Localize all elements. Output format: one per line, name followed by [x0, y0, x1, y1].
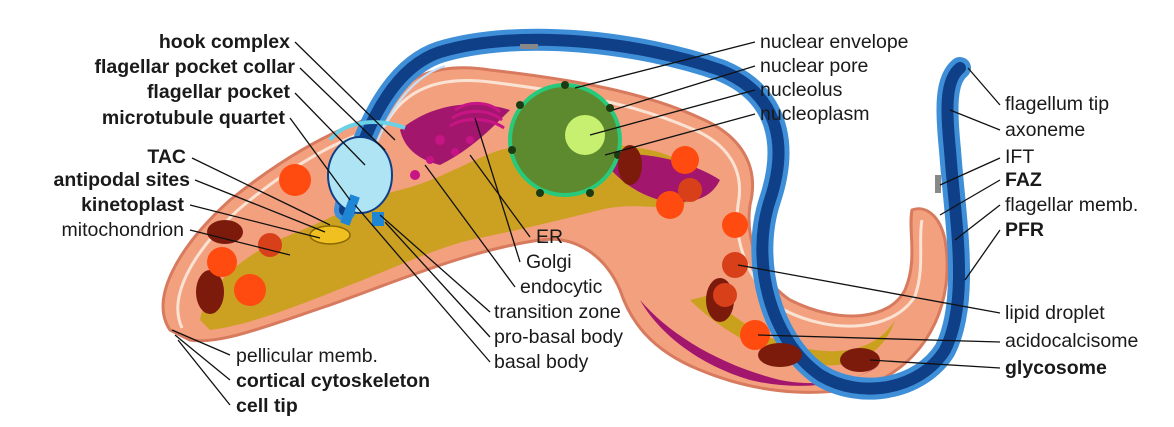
label-nuclear-pore: nuclear pore [760, 55, 868, 77]
label-endocytic: endocytic [520, 276, 603, 298]
label-tac: TAC [147, 146, 186, 168]
ift-mark [935, 175, 941, 193]
label-flagellum-tip: flagellum tip [1005, 93, 1109, 115]
label-hook-complex: hook complex [159, 31, 290, 53]
label-pellicular-memb: pellicular memb. [236, 345, 378, 367]
label-lipid-droplet: lipid droplet [1005, 302, 1105, 324]
label-pfr: PFR [1005, 219, 1044, 241]
label-nucleolus: nucleolus [760, 79, 843, 101]
label-acidocalcisome: acidocalcisome [1005, 330, 1138, 352]
label-mitochondrion: mitochondrion [62, 219, 184, 241]
label-er: ER [536, 226, 563, 248]
label-cell-tip: cell tip [236, 395, 298, 417]
flagellar-pocket-shape [328, 137, 392, 213]
label-basal-body: basal body [494, 351, 589, 373]
label-faz: FAZ [1005, 169, 1042, 191]
label-kinetoplast: kinetoplast [81, 194, 184, 216]
label-golgi: Golgi [526, 251, 572, 273]
label-axoneme: axoneme [1005, 119, 1085, 141]
label-microtubule-quartet: microtubule quartet [102, 107, 286, 129]
label-transition-zone: transition zone [494, 301, 621, 323]
label-nuclear-envelope: nuclear envelope [760, 31, 909, 53]
label-glycosome: glycosome [1005, 357, 1107, 379]
nucleolus-shape [565, 115, 605, 155]
pro-basal-body-shape [372, 212, 384, 226]
label-cortical-cytoskeleton: cortical cytoskeleton [236, 370, 430, 392]
label-flagellar-pocket-collar: flagellar pocket collar [95, 56, 296, 78]
label-flagellar-pocket: flagellar pocket [147, 81, 291, 103]
label-pro-basal-body: pro-basal body [494, 326, 623, 348]
ift-mark-2 [520, 44, 538, 49]
label-flagellar-memb: flagellar memb. [1005, 194, 1138, 216]
label-ift: IFT [1005, 146, 1034, 168]
label-antipodal-sites: antipodal sites [53, 169, 190, 191]
label-nucleoplasm: nucleoplasm [760, 103, 869, 125]
